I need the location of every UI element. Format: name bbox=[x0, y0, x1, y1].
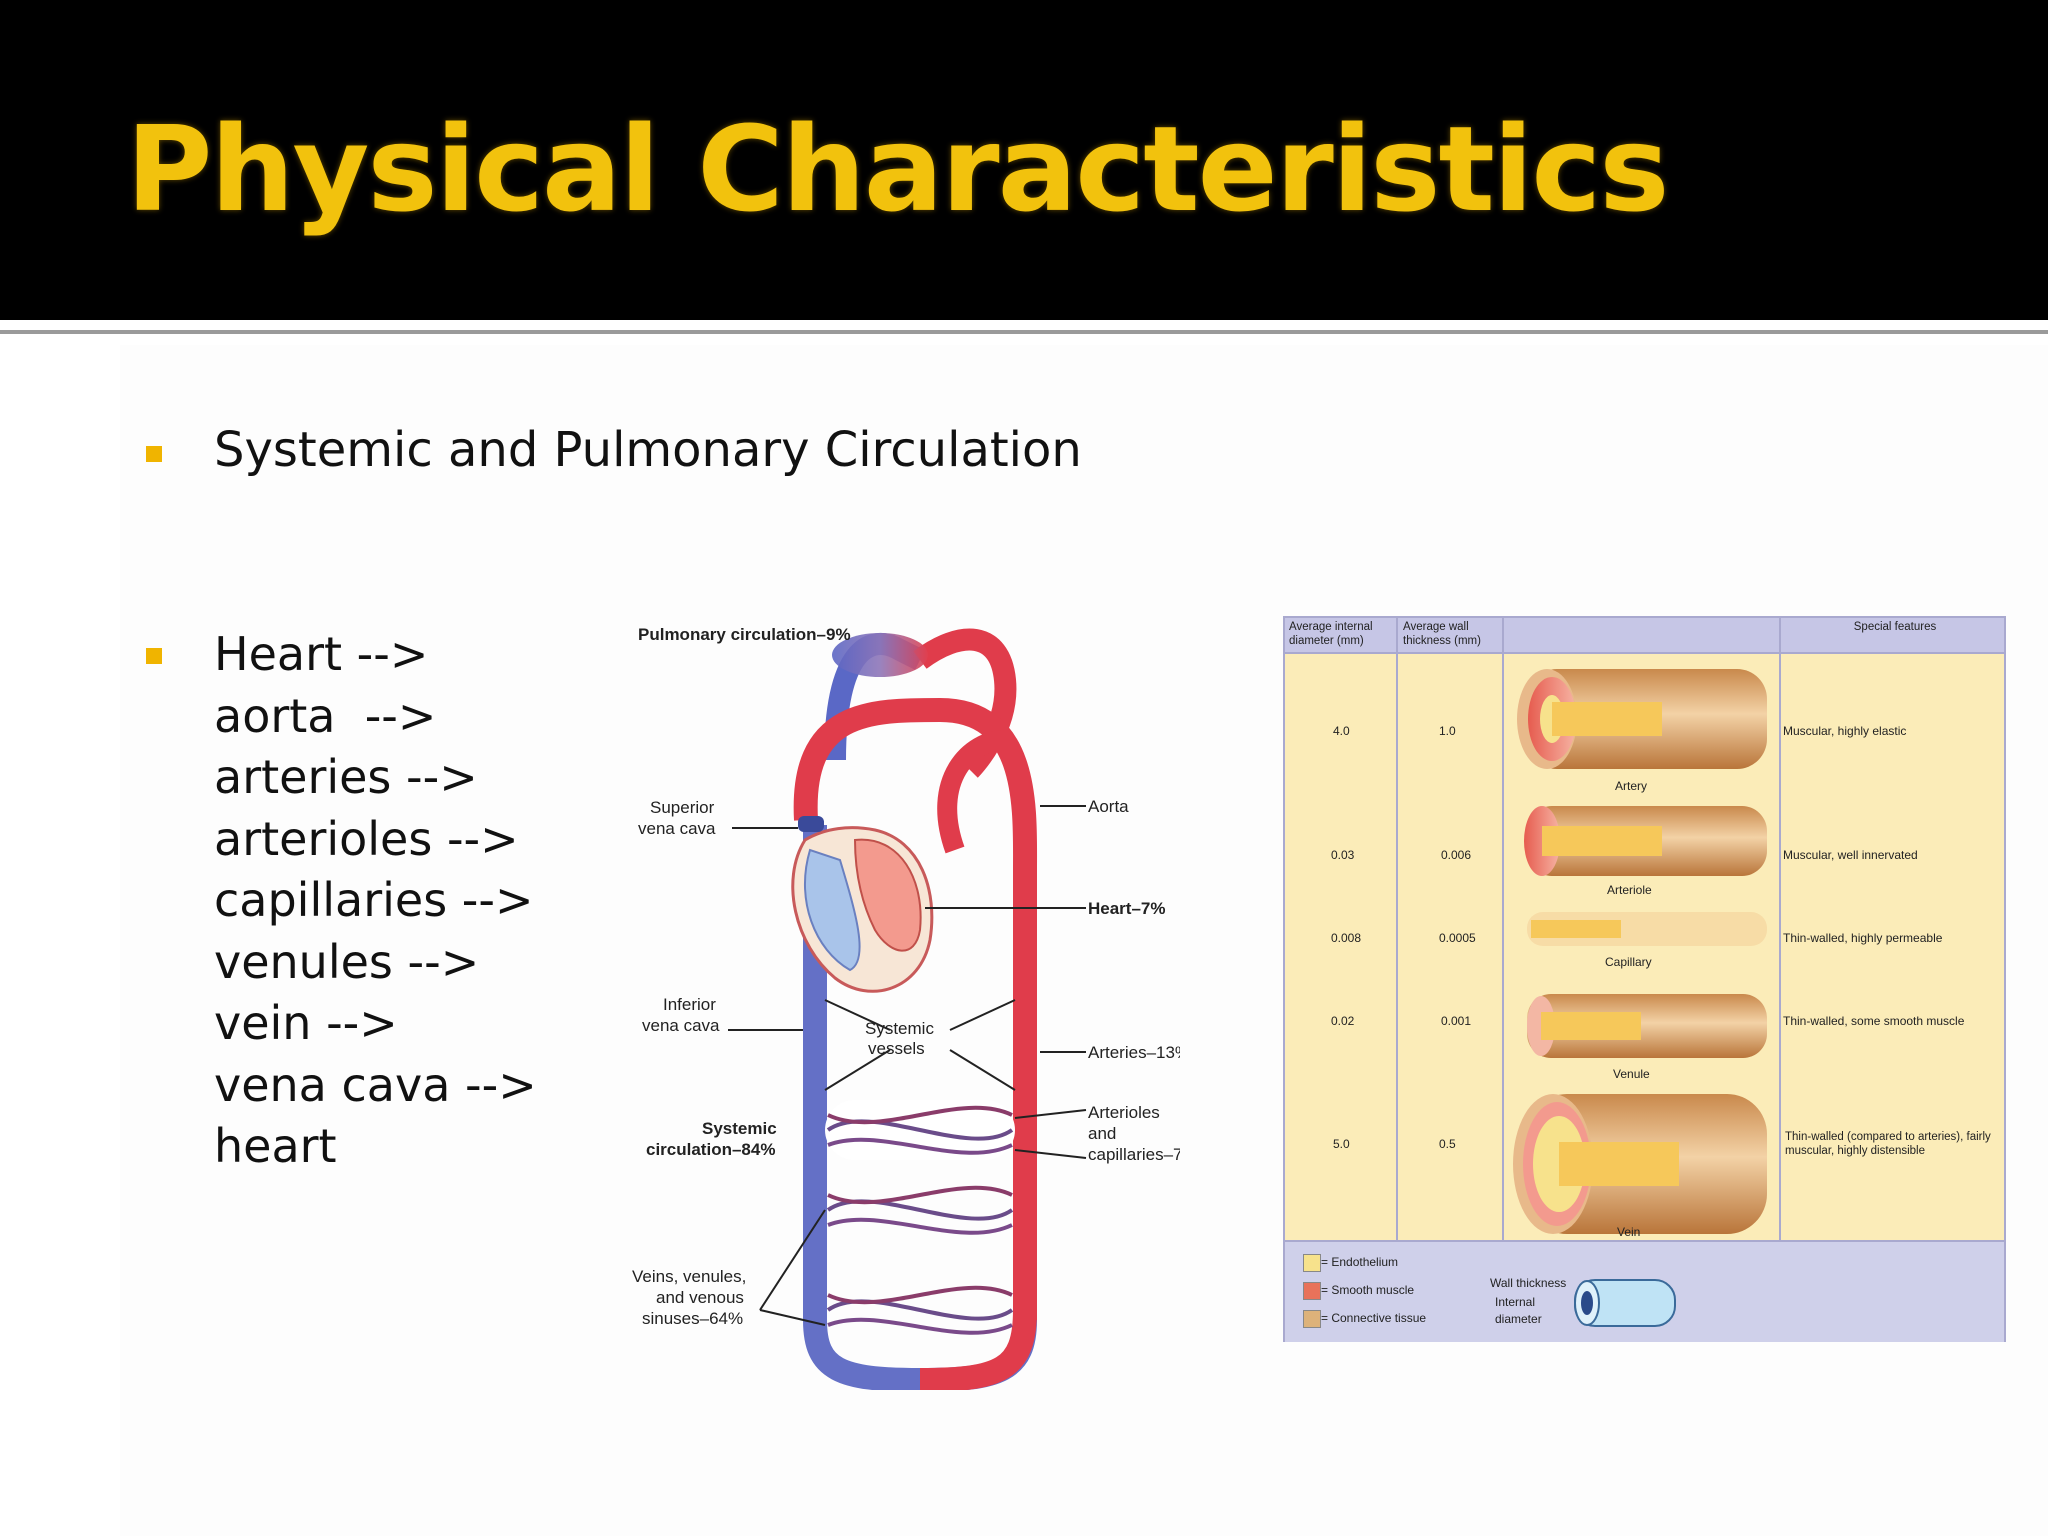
svg-text:Aorta: Aorta bbox=[1088, 797, 1129, 816]
legend-swatch-smooth-muscle bbox=[1303, 1282, 1321, 1300]
row-artery-wall: 1.0 bbox=[1439, 724, 1456, 738]
svg-text:vena cava: vena cava bbox=[638, 819, 716, 838]
list-item: capillaries --> bbox=[214, 870, 537, 932]
divider-white bbox=[0, 320, 2048, 324]
capillary-bed-2 bbox=[828, 1188, 1012, 1233]
svg-text:sinuses–64%: sinuses–64% bbox=[642, 1309, 743, 1328]
arteriole-illustration bbox=[1524, 806, 1767, 876]
row-vein-feature: Thin-walled (compared to arteries), fair… bbox=[1785, 1130, 2003, 1158]
svg-text:Systemic: Systemic bbox=[865, 1019, 934, 1038]
legend-internal: Internal bbox=[1495, 1295, 1535, 1309]
title-bar: Physical Characteristics bbox=[0, 0, 2048, 320]
svg-text:vessels: vessels bbox=[868, 1039, 925, 1058]
bullet-marker bbox=[146, 446, 162, 462]
vessel-comparison-table: Average internal diameter (mm) Average w… bbox=[1283, 616, 2006, 1342]
bullet-marker bbox=[146, 648, 162, 664]
row-capillary-diameter: 0.008 bbox=[1331, 931, 1361, 945]
label-venule: Venule bbox=[1613, 1067, 1650, 1081]
circulation-diagram: Pulmonary circulation–9% Superior vena c… bbox=[620, 610, 1180, 1390]
row-capillary-feature: Thin-walled, highly permeable bbox=[1783, 931, 1942, 945]
aorta-path bbox=[806, 710, 1025, 1320]
label-capillary: Capillary bbox=[1605, 955, 1652, 969]
label-artery: Artery bbox=[1615, 779, 1647, 793]
row-venule-wall: 0.001 bbox=[1441, 1014, 1471, 1028]
circulation-svg: Pulmonary circulation–9% Superior vena c… bbox=[620, 610, 1180, 1390]
artery-illustration bbox=[1517, 669, 1767, 769]
row-arteriole-diameter: 0.03 bbox=[1331, 848, 1354, 862]
row-vein-wall: 0.5 bbox=[1439, 1137, 1456, 1151]
svg-text:capillaries–7%: capillaries–7% bbox=[1088, 1145, 1180, 1164]
list-item: vein --> bbox=[214, 993, 537, 1055]
tube-cross-section-icon bbox=[1565, 1276, 1685, 1330]
table-legend: = Endothelium = Smooth muscle = Connecti… bbox=[1285, 1240, 2004, 1342]
list-item: heart bbox=[214, 1116, 537, 1178]
label-arteriole: Arteriole bbox=[1607, 883, 1652, 897]
svg-text:Arteries–13%: Arteries–13% bbox=[1088, 1043, 1180, 1062]
legend-swatch-connective bbox=[1303, 1310, 1321, 1328]
capillary-illustration bbox=[1527, 912, 1767, 946]
header-diameter: Average internal diameter (mm) bbox=[1289, 620, 1397, 648]
list-item: arteries --> bbox=[214, 747, 537, 809]
header-features: Special features bbox=[1845, 620, 1945, 634]
legend-connective: = Connective tissue bbox=[1321, 1311, 1426, 1325]
row-vein-diameter: 5.0 bbox=[1333, 1137, 1350, 1151]
legend-swatch-endothelium bbox=[1303, 1254, 1321, 1272]
row-arteriole-wall: 0.006 bbox=[1441, 848, 1471, 862]
legend-wall-thickness: Wall thickness bbox=[1490, 1276, 1566, 1290]
label-vein: Vein bbox=[1617, 1225, 1640, 1239]
svg-text:Heart–7%: Heart–7% bbox=[1088, 899, 1166, 918]
svg-text:Systemic: Systemic bbox=[702, 1119, 777, 1138]
svg-text:and venous: and venous bbox=[656, 1288, 744, 1307]
legend-diameter: diameter bbox=[1495, 1312, 1542, 1326]
list-item: aorta --> bbox=[214, 686, 537, 748]
list-item: vena cava --> bbox=[214, 1055, 537, 1117]
svg-text:Arterioles: Arterioles bbox=[1088, 1103, 1160, 1122]
legend-endothelium: = Endothelium bbox=[1321, 1255, 1398, 1269]
svg-text:vena cava: vena cava bbox=[642, 1016, 720, 1035]
svg-text:circulation–84%: circulation–84% bbox=[646, 1140, 775, 1159]
row-arteriole-feature: Muscular, well innervated bbox=[1783, 848, 1918, 862]
bullet-systemic-pulmonary: Systemic and Pulmonary Circulation bbox=[214, 422, 1082, 478]
svg-text:Inferior: Inferior bbox=[663, 995, 716, 1014]
header-wall: Average wall thickness (mm) bbox=[1403, 620, 1503, 648]
row-artery-feature: Muscular, highly elastic bbox=[1783, 724, 1906, 738]
row-artery-diameter: 4.0 bbox=[1333, 724, 1350, 738]
row-capillary-wall: 0.0005 bbox=[1439, 931, 1476, 945]
list-item: venules --> bbox=[214, 932, 537, 994]
list-item: arterioles --> bbox=[214, 809, 537, 871]
venule-illustration bbox=[1527, 994, 1767, 1058]
row-venule-feature: Thin-walled, some smooth muscle bbox=[1783, 1014, 1964, 1028]
svg-text:and: and bbox=[1088, 1124, 1116, 1143]
svg-text:Veins, venules,: Veins, venules, bbox=[632, 1267, 746, 1286]
svg-text:Superior: Superior bbox=[650, 798, 715, 817]
vein-illustration bbox=[1513, 1094, 1767, 1234]
slide-title: Physical Characteristics bbox=[126, 100, 1668, 238]
row-venule-diameter: 0.02 bbox=[1331, 1014, 1354, 1028]
circulation-path-list: Heart --> aorta --> arteries --> arterio… bbox=[214, 624, 537, 1178]
legend-smooth-muscle: = Smooth muscle bbox=[1321, 1283, 1414, 1297]
list-item: Heart --> bbox=[214, 624, 537, 686]
capillary-bed-3 bbox=[828, 1288, 1012, 1333]
capillary-bed-1 bbox=[825, 1100, 1015, 1160]
label-pulmonary: Pulmonary circulation–9% bbox=[638, 625, 851, 644]
vessel-illustrations: Artery Arteriole Capillary Venule Vein bbox=[1507, 654, 1777, 1240]
divider-gray bbox=[0, 330, 2048, 334]
